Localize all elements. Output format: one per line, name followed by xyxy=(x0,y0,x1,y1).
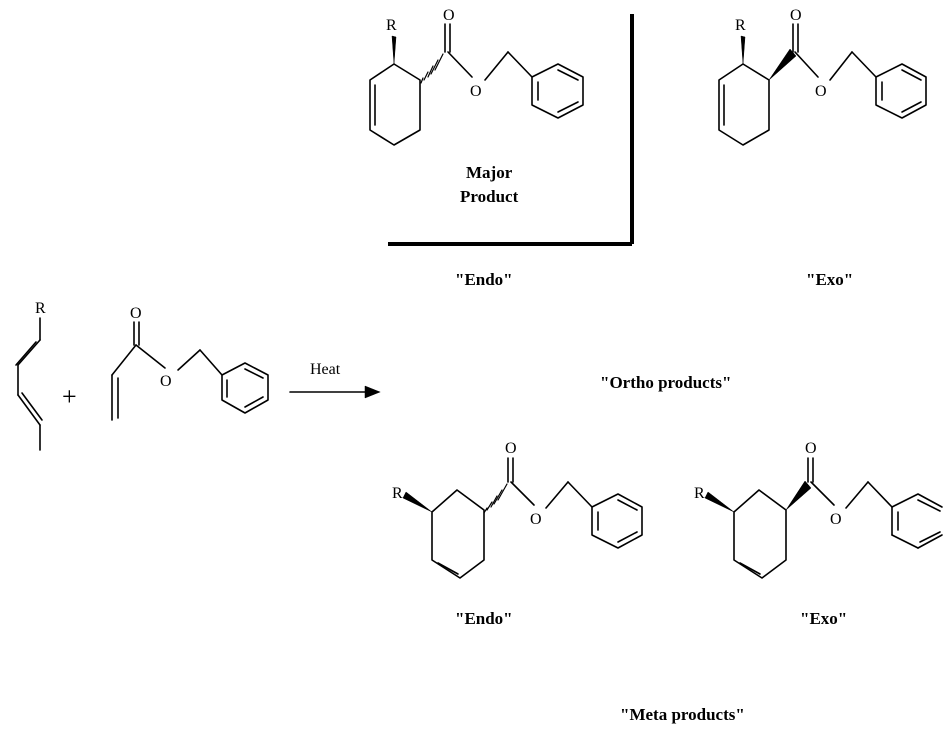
benzyl-acrylate-structure: O O xyxy=(111,305,269,421)
major-product-label-line2: Product xyxy=(460,187,519,206)
ortho-exo-r-label: R xyxy=(735,17,746,34)
ortho-endo-r-label: R xyxy=(386,17,397,34)
meta-endo-r-label: R xyxy=(392,485,403,502)
meta-exo-structure: R O O xyxy=(694,440,943,579)
ortho-exo-ester-o-label: O xyxy=(815,83,827,100)
ortho-exo-bold-wedge-ester xyxy=(768,48,797,81)
ortho-products-label: "Ortho products" xyxy=(600,373,731,392)
plus-sign: + xyxy=(62,382,77,411)
ortho-exo-label: "Exo" xyxy=(806,270,853,289)
ortho-endo-structure: R O O Major Product xyxy=(369,7,584,206)
meta-exo-ester-o-label: O xyxy=(830,511,842,528)
meta-endo-bold-wedge xyxy=(402,491,433,513)
meta-exo-r-label: R xyxy=(694,485,705,502)
meta-endo-hashed-wedge xyxy=(483,483,508,514)
acrylate-carbonyl-o-label: O xyxy=(130,305,142,322)
diene-r-label: R xyxy=(35,300,46,317)
meta-endo-label: "Endo" xyxy=(455,609,513,628)
meta-endo-structure: R O O xyxy=(392,440,643,579)
ortho-endo-bold-wedge xyxy=(391,35,397,65)
meta-products-label: "Meta products" xyxy=(620,705,745,724)
acrylate-ester-o-label: O xyxy=(160,373,172,390)
diene-structure: R xyxy=(15,300,46,451)
ortho-exo-carbonyl-o-label: O xyxy=(790,7,802,24)
reaction-arrow: Heat xyxy=(289,361,381,399)
meta-endo-carbonyl-o-label: O xyxy=(505,440,517,457)
ortho-endo-carbonyl-o-label: O xyxy=(443,7,455,24)
meta-exo-label: "Exo" xyxy=(800,609,847,628)
arrow-label-heat: Heat xyxy=(310,361,341,378)
ortho-endo-ester-o-label: O xyxy=(470,83,482,100)
meta-exo-bold-wedge-r xyxy=(704,491,735,513)
major-product-label-line1: Major xyxy=(466,163,513,182)
major-product-box xyxy=(388,14,634,246)
ortho-endo-label: "Endo" xyxy=(455,270,513,289)
ortho-exo-bold-wedge-r xyxy=(740,35,746,65)
meta-exo-bold-wedge-ester xyxy=(785,480,812,511)
ortho-exo-structure: R O O xyxy=(718,7,927,146)
ortho-endo-hashed-wedge xyxy=(420,53,444,84)
meta-endo-ester-o-label: O xyxy=(530,511,542,528)
meta-exo-carbonyl-o-label: O xyxy=(805,440,817,457)
